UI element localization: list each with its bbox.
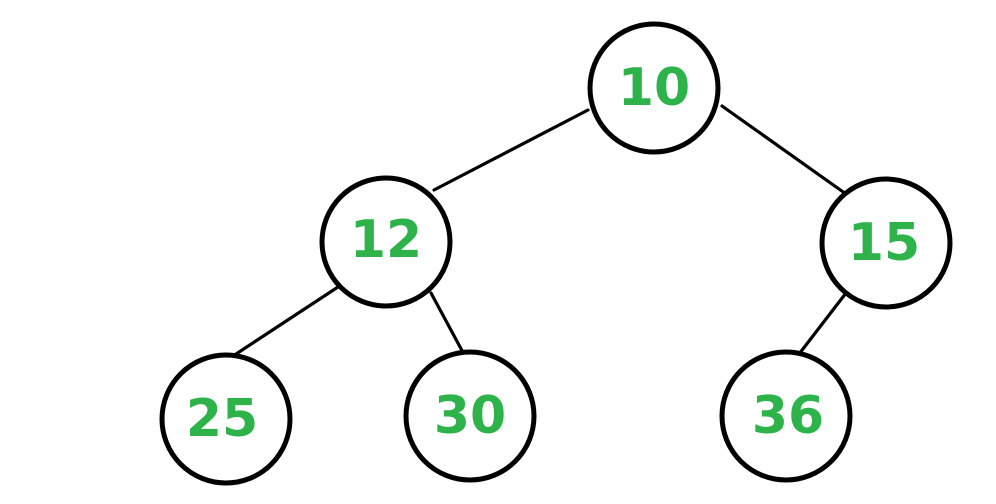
tree-node: 30: [403, 349, 537, 483]
node-circle: [319, 175, 453, 309]
node-label: 12: [350, 210, 422, 270]
node-label: 36: [752, 386, 824, 446]
edge-12-30: [429, 291, 468, 360]
edge-10-15: [720, 104, 848, 196]
node-circle: [587, 21, 721, 155]
node-label: 30: [434, 386, 506, 446]
tree-node: 12: [319, 175, 453, 309]
node-circle: [719, 349, 853, 483]
tree-edges: [228, 104, 848, 360]
edge-10-12: [432, 108, 590, 192]
node-circle: [403, 349, 537, 483]
tree-node: 36: [719, 349, 853, 483]
node-label: 10: [618, 58, 690, 118]
tree-node: 10: [587, 21, 721, 155]
node-label: 15: [848, 213, 920, 273]
node-circle: [819, 176, 953, 310]
tree-node: 15: [819, 176, 953, 310]
node-label: 25: [186, 389, 258, 449]
node-circle: [159, 352, 293, 486]
tree-node: 25: [159, 352, 293, 486]
edge-12-25: [228, 285, 340, 360]
edge-15-36: [794, 291, 848, 360]
tree-nodes: 10 12 15 25 30 36: [159, 21, 953, 486]
